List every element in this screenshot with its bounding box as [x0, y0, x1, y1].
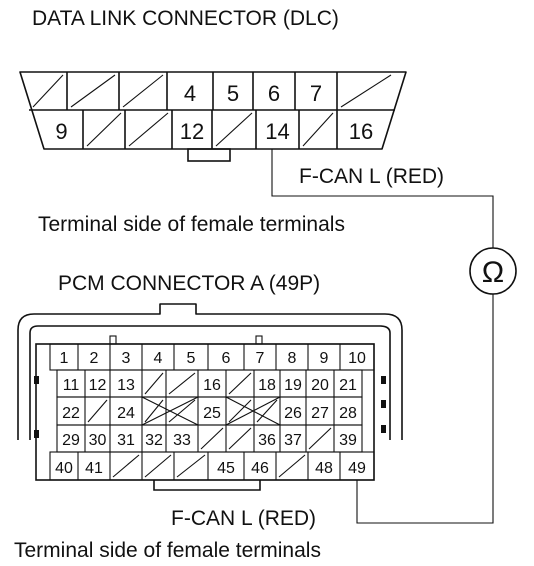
ohmmeter-icon: Ω [469, 247, 517, 295]
pcm-blank-pin [228, 372, 252, 395]
dlc-pin-label: 9 [55, 119, 67, 144]
pcm-pin-label: 49 [348, 460, 366, 477]
pcm-lock-tab [34, 376, 39, 384]
pcm-pin-label: 12 [89, 377, 107, 394]
dlc-blank-pin [86, 112, 122, 147]
pcm-blank-pin [200, 427, 224, 450]
pcm-blank-pin [308, 427, 332, 450]
dlc-pin-label: 4 [184, 81, 196, 106]
dlc-title: DATA LINK CONNECTOR (DLC) [32, 7, 339, 30]
pcm-pin-label: 20 [311, 377, 329, 394]
dlc-connector: 4 5 6 7 9 12 14 16 [19, 71, 407, 162]
dlc-blank-pin [32, 74, 64, 108]
pcm-blank-pin [176, 454, 206, 478]
pcm-pin-label: 2 [90, 350, 99, 367]
ohm-symbol: Ω [482, 256, 504, 289]
dlc-blank-pin [302, 112, 334, 147]
pcm-outer-shell [17, 303, 403, 440]
pcm-pin-label: 4 [154, 350, 163, 367]
pcm-pin-label: 19 [284, 377, 302, 394]
ohmmeter-ring [469, 247, 517, 295]
pcm-pin-label: 28 [339, 405, 357, 422]
pcm-pin-label: 39 [339, 432, 357, 449]
pcm-pin-label: 3 [122, 350, 131, 367]
pcm-pin-label: 21 [339, 377, 357, 394]
pcm-pin-label: 36 [258, 432, 276, 449]
pcm-blank-pin [144, 454, 172, 478]
dlc-pin-label: 5 [227, 81, 239, 106]
pcm-pin-label: 31 [117, 432, 135, 449]
pcm-pin-label: 1 [60, 350, 69, 367]
dlc-outline [19, 71, 407, 150]
pcm-signal-label: F-CAN L (RED) [171, 507, 317, 530]
pcm-test-wire [356, 294, 494, 524]
pcm-pin-label: 5 [187, 350, 196, 367]
pcm-pin-label: 9 [320, 350, 329, 367]
pcm-pin-label: 8 [288, 350, 297, 367]
dlc-blank-pin [215, 112, 253, 147]
dlc-side-note: Terminal side of female terminals [38, 213, 345, 236]
pcm-lock-tab [381, 425, 386, 433]
pcm-blank-pin [87, 399, 108, 423]
pcm-key-notch [255, 335, 263, 345]
pcm-lock-tab [381, 400, 386, 408]
pcm-pin-label: 29 [62, 432, 80, 449]
pcm-side-note: Terminal side of female terminals [14, 539, 321, 562]
dlc-blank-pin [340, 74, 392, 108]
dlc-signal-label: F-CAN L (RED) [299, 165, 445, 188]
dlc-pin-label: 14 [265, 119, 289, 144]
pcm-pin-label: 40 [55, 460, 73, 477]
pcm-unused-cross [141, 396, 199, 426]
dlc-blank-pin [128, 112, 169, 147]
pcm-row-frame [49, 451, 375, 481]
pcm-pin-label: 25 [203, 405, 221, 422]
pcm-pin-label: 24 [117, 405, 135, 422]
dlc-pin-label: 6 [268, 81, 280, 106]
dlc-pin-label: 12 [180, 119, 204, 144]
pcm-pin-label: 11 [63, 377, 80, 394]
dlc-blank-pin [122, 74, 164, 108]
pcm-title: PCM CONNECTOR A (49P) [58, 272, 321, 295]
pcm-inner-shell [29, 325, 391, 440]
pcm-pin-label: 37 [284, 432, 302, 449]
pcm-unused-cross [225, 396, 281, 426]
dlc-pin-label: 7 [310, 81, 322, 106]
pcm-pin-label: 45 [217, 460, 235, 477]
pcm-pin-label: 10 [348, 350, 366, 367]
pcm-pin-label: 18 [258, 377, 276, 394]
pcm-pin-label: 41 [85, 460, 103, 477]
pcm-pin-label: 22 [62, 405, 80, 422]
pcm-pin-label: 6 [222, 350, 231, 367]
pcm-blank-pin [144, 372, 164, 395]
pcm-pin-label: 16 [203, 377, 221, 394]
pcm-pin-label: 27 [311, 405, 329, 422]
pcm-blank-pin [228, 399, 252, 423]
pcm-pin-label: 46 [251, 460, 269, 477]
pcm-pin-label: 30 [89, 432, 107, 449]
pcm-lock-tab [381, 376, 386, 384]
dlc-latch [187, 148, 231, 162]
pcm-bottom-latch [153, 480, 261, 491]
pcm-pin-label: 48 [315, 460, 333, 477]
pcm-lock-tab [34, 430, 39, 438]
pcm-pin-label: 33 [173, 432, 191, 449]
pcm-pin-label: 13 [117, 377, 135, 394]
pcm-key-notch [109, 335, 117, 345]
pcm-pin-label: 32 [145, 432, 163, 449]
test-wires [271, 149, 494, 524]
pcm-blank-pin [144, 399, 164, 423]
dlc-test-wire [271, 149, 494, 248]
dlc-pin-label: 16 [349, 119, 373, 144]
pcm-blank-pin [256, 399, 278, 423]
pcm-pin-label: 7 [256, 350, 265, 367]
pcm-blank-pin [228, 427, 252, 450]
pcm-blank-pin [278, 454, 306, 478]
pcm-pin-label: 26 [284, 405, 302, 422]
pcm-blank-pin [168, 372, 196, 395]
pcm-blank-pin [168, 399, 196, 423]
pcm-blank-pin [112, 454, 140, 478]
dlc-blank-pin [70, 74, 116, 108]
